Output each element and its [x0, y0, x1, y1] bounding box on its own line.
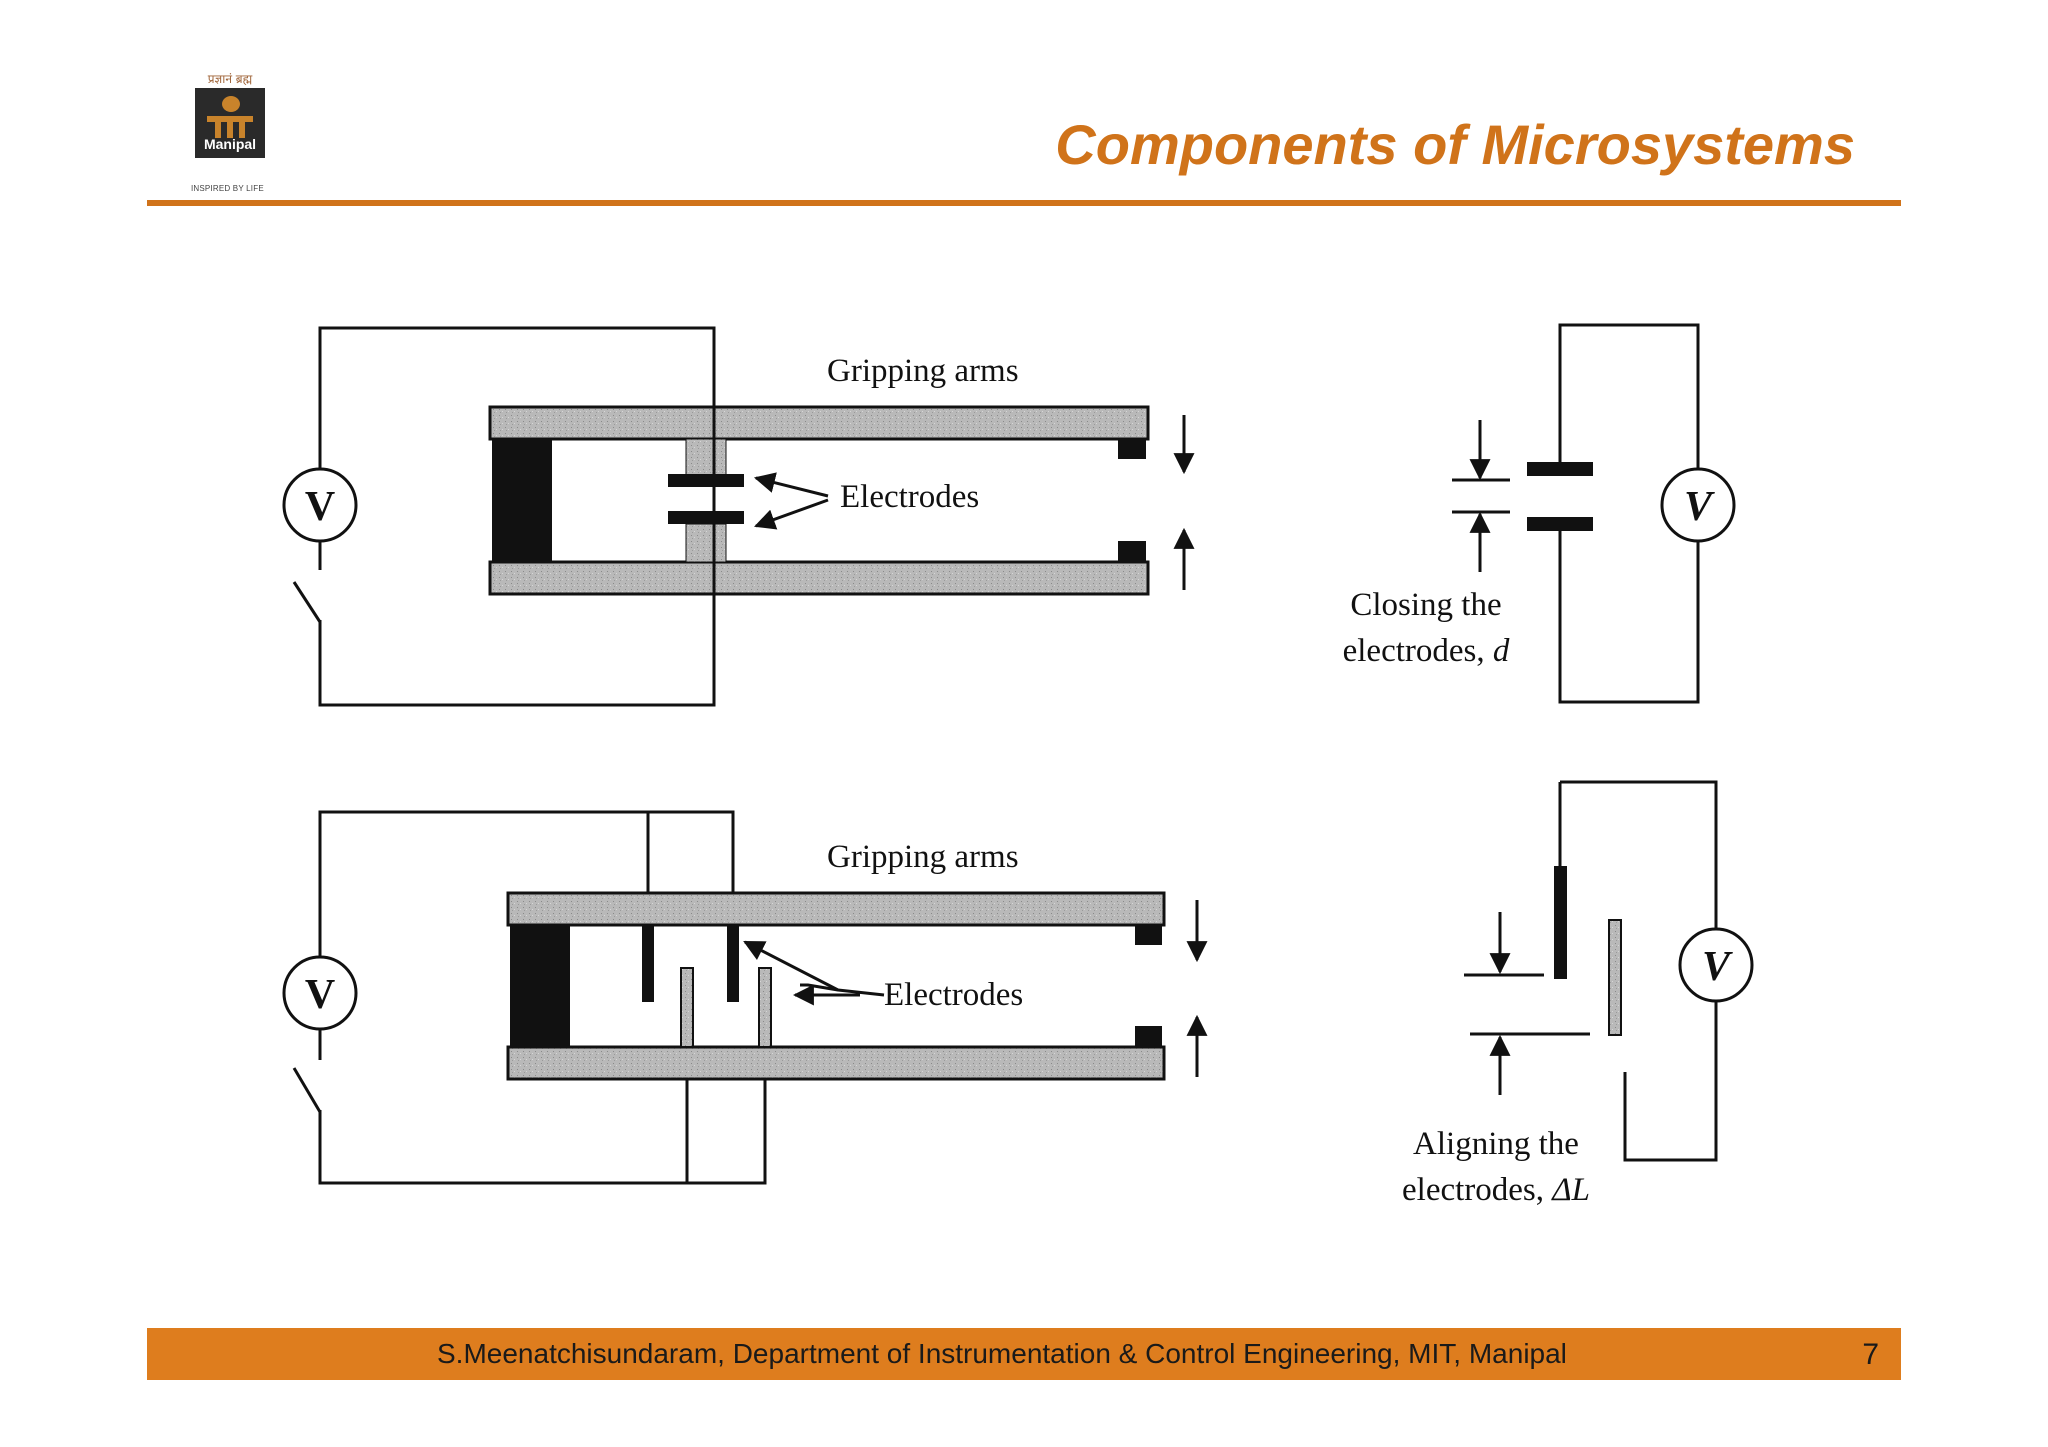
gripper-base-block — [510, 925, 570, 1047]
footer-bar: S.Meenatchisundaram, Department of Instr… — [147, 1328, 1901, 1380]
aligning-caption-prefix: electrodes, — [1402, 1172, 1552, 1208]
logo-hindi-text: प्रज्ञानं ब्रह्म — [207, 72, 253, 86]
electrodes-label: Electrodes — [884, 977, 1023, 1013]
gripping-arm-lower — [506, 1045, 1166, 1081]
logo-name: Manipal — [203, 136, 257, 152]
gripper-closing-diagram: V Gripping arms Electrodes — [282, 326, 1195, 707]
inset-voltmeter-label: V — [1684, 484, 1715, 530]
electrode-arrow — [754, 498, 829, 530]
closing-caption-line1: Closing the — [1350, 587, 1501, 623]
logo-emblem: Manipal — [195, 88, 265, 158]
electrode-finger-lower — [758, 967, 772, 1048]
title-underline — [147, 200, 1901, 206]
capacitor-plate-upper — [1527, 462, 1593, 476]
logo-tagline: INSPIRED BY LIFE — [191, 184, 264, 193]
aligning-caption-line1: Aligning the — [1413, 1126, 1579, 1162]
inset-voltmeter-symbol: V — [1660, 467, 1736, 543]
gripping-arm-lower — [488, 560, 1150, 596]
electrode-post — [685, 438, 727, 476]
closing-caption-prefix: electrodes, — [1343, 633, 1493, 669]
electrode-bar-moving — [1608, 919, 1622, 1036]
gripper-tip-upper — [1135, 925, 1162, 945]
electrode-finger-upper — [642, 925, 654, 1002]
gripping-arms-label: Gripping arms — [827, 353, 1019, 389]
footer-credit: S.Meenatchisundaram, Department of Instr… — [437, 1338, 1567, 1369]
closing-caption-line2: electrodes, d — [1343, 633, 1510, 669]
aligning-caption-variable: ΔL — [1550, 1172, 1590, 1208]
switch — [292, 581, 322, 623]
electrodes-label: Electrodes — [840, 479, 979, 515]
page-number: 7 — [1862, 1338, 1879, 1371]
electrode-plate-lower — [668, 511, 744, 524]
switch — [292, 1067, 322, 1113]
gripping-arm-upper — [506, 891, 1166, 927]
electrode-finger-upper — [727, 925, 739, 1002]
gripper-base-block — [492, 439, 552, 562]
voltmeter-label: V — [305, 484, 335, 530]
capacitor-plate-lower — [1527, 517, 1593, 531]
closing-electrodes-inset: V Closing the electrodes, d — [1343, 323, 1736, 704]
electrode-finger-lower — [680, 967, 694, 1048]
electrode-post — [685, 523, 727, 563]
gripper-tip-lower — [1135, 1026, 1162, 1047]
electrode-arrow — [743, 940, 839, 992]
voltmeter-symbol: V — [282, 467, 358, 543]
gripper-aligning-diagram: V Gripping arms Electrodes — [282, 810, 1208, 1185]
electrode-plate-upper — [668, 474, 744, 487]
inset-voltmeter-symbol: V — [1678, 927, 1754, 1003]
gripper-tip-lower — [1118, 541, 1146, 562]
gripper-tip-upper — [1118, 439, 1146, 459]
aligning-caption-line2: electrodes, ΔL — [1402, 1172, 1590, 1208]
circuit-wire — [1560, 780, 1718, 1162]
manipal-logo: प्रज्ञानं ब्रह्म Manipal INSPIRED BY LIF… — [191, 70, 269, 195]
gripping-arm-upper — [488, 405, 1150, 441]
electrode-bar-fixed — [1554, 866, 1567, 979]
voltmeter-label: V — [305, 972, 335, 1018]
slide-title: Components of Microsystems — [1055, 113, 1855, 176]
gripping-arms-label: Gripping arms — [827, 839, 1019, 875]
logo-symbol-icon — [207, 96, 253, 138]
aligning-electrodes-inset: V Aligning the electrodes, ΔL — [1402, 780, 1754, 1208]
voltmeter-symbol: V — [282, 955, 358, 1031]
inset-voltmeter-label: V — [1702, 944, 1733, 990]
closing-caption-variable: d — [1493, 633, 1510, 669]
electrode-arrow — [753, 472, 829, 498]
